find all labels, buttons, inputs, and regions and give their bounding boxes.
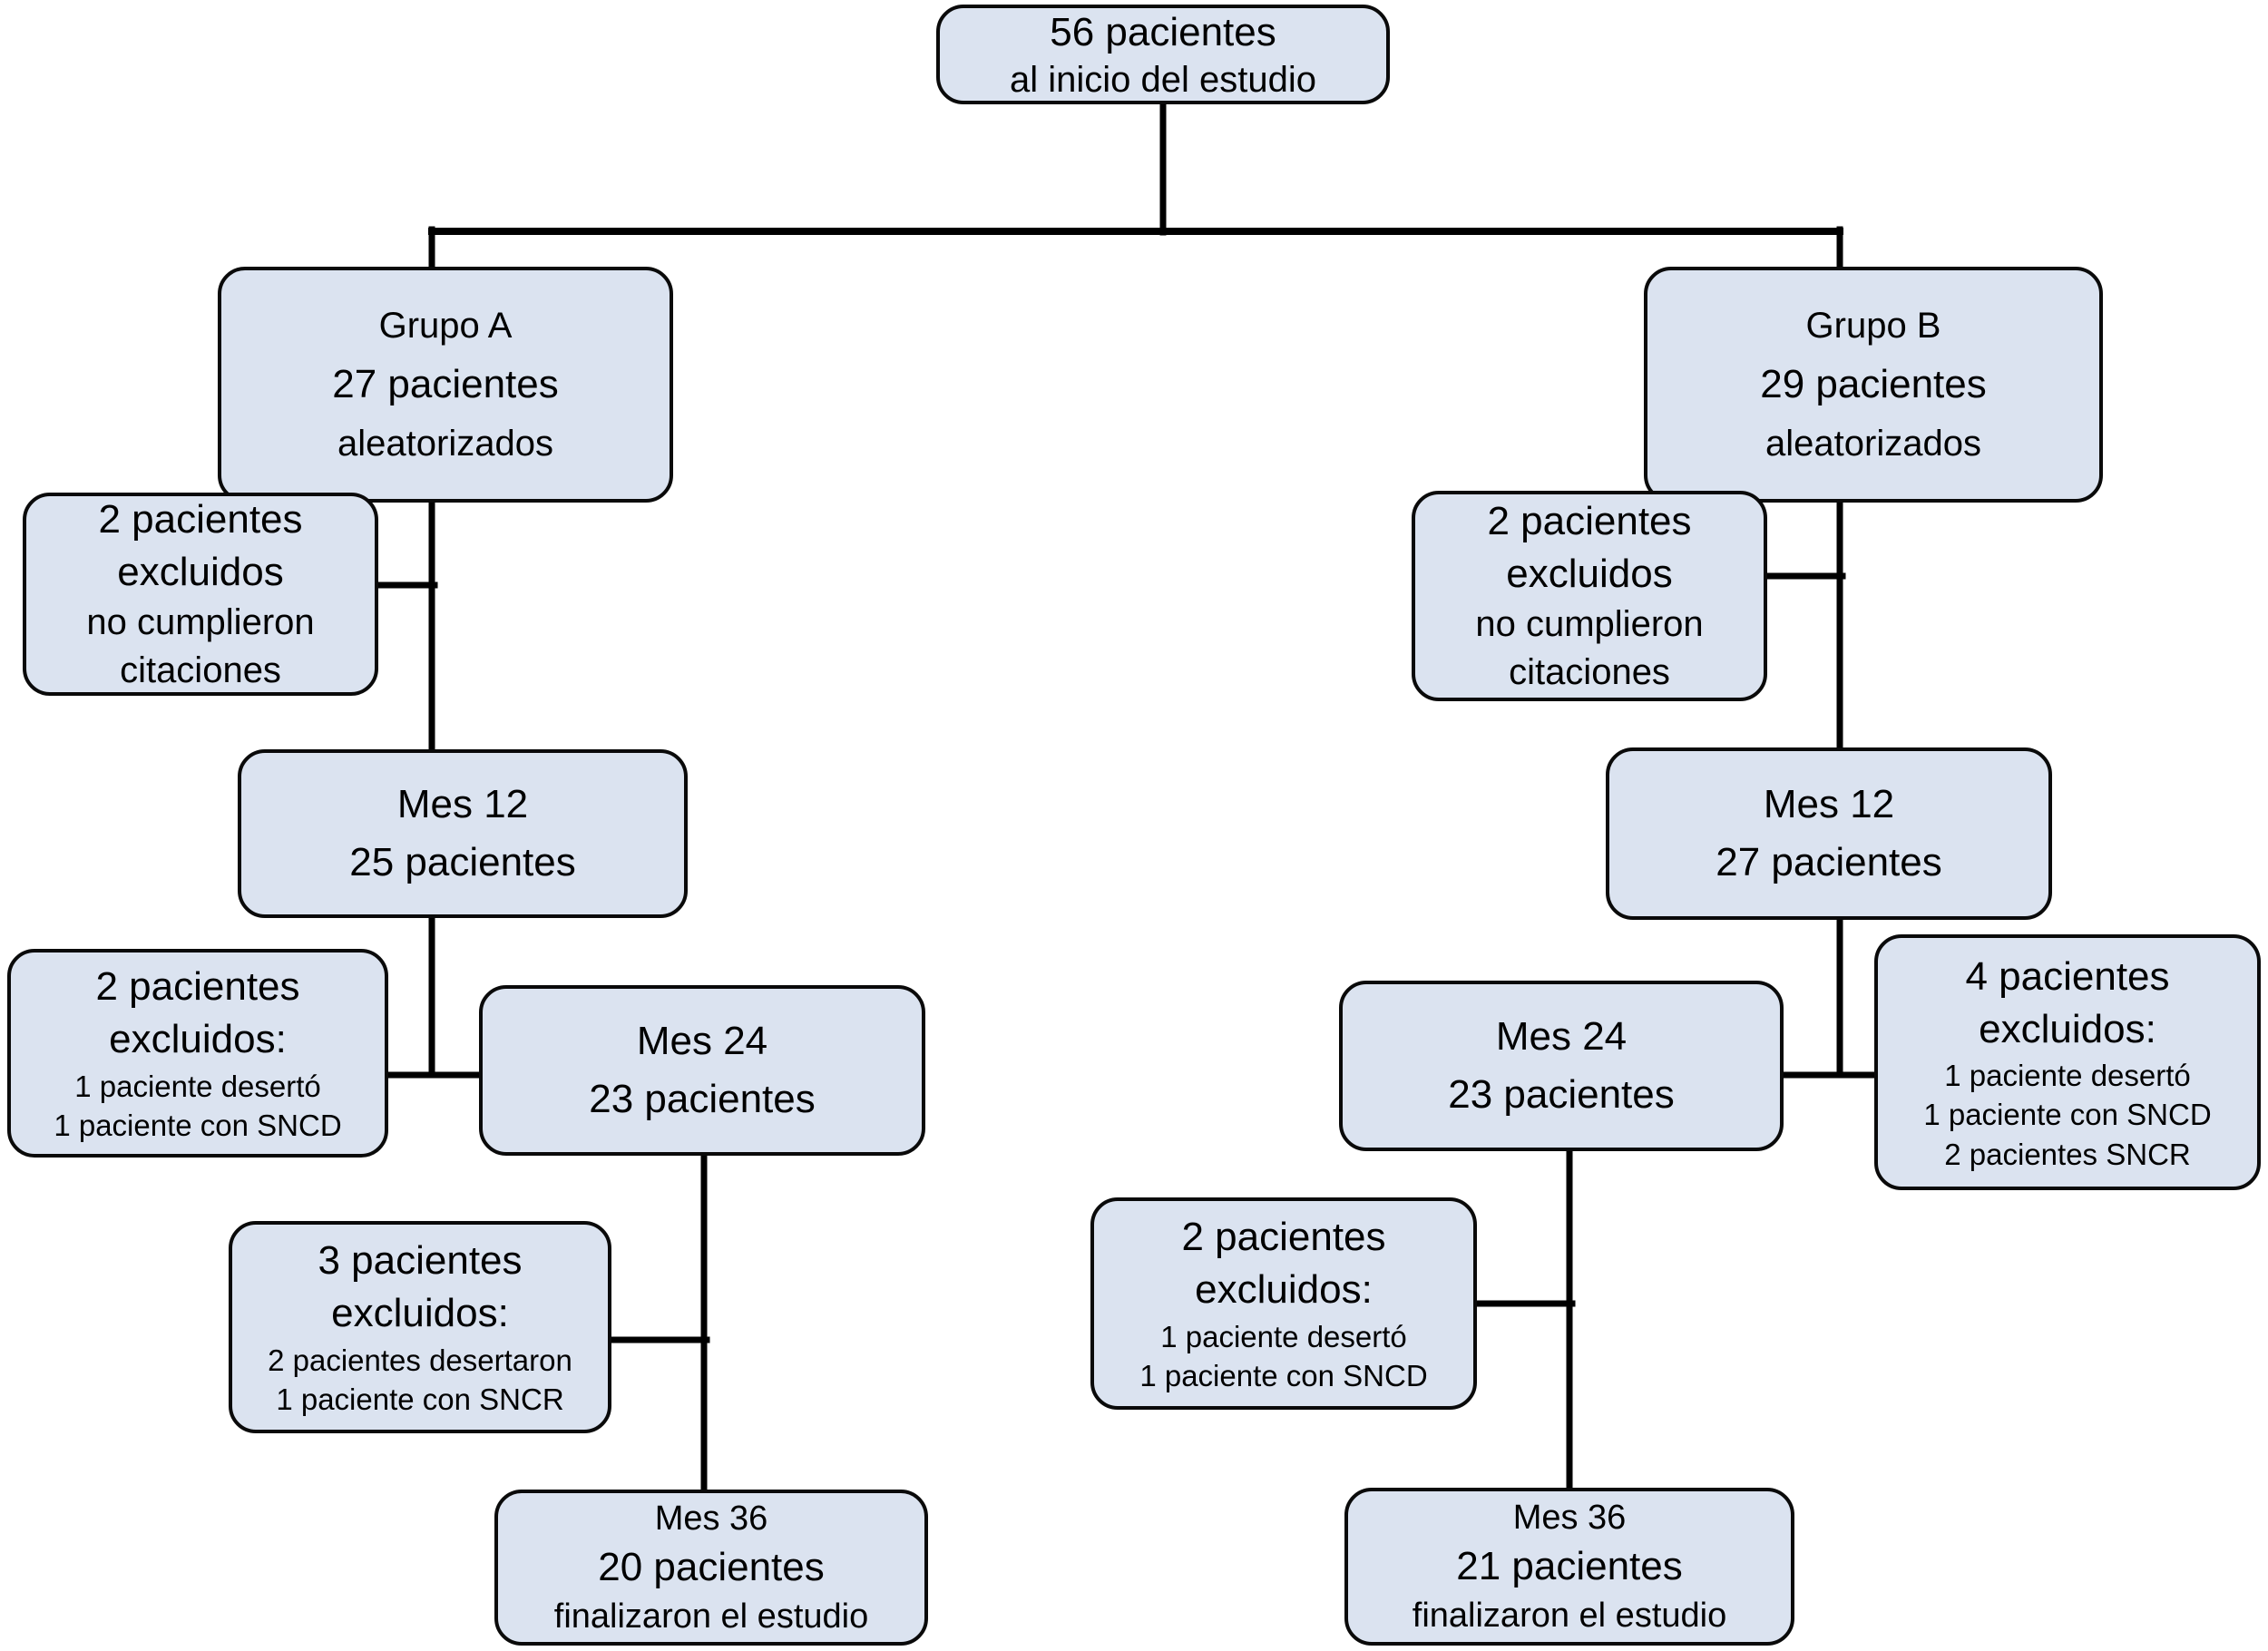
node-month12-b-line-2: 27 pacientes [1716, 840, 1942, 884]
node-month36-b: Mes 36 21 pacientes finalizaron el estud… [1344, 1488, 1794, 1646]
node-month36-b-line-2: 21 pacientes [1456, 1543, 1683, 1588]
node-excluded-b2-line-1: 4 pacientes [1965, 953, 2170, 999]
node-month36-a-line-3: finalizaron el estudio [553, 1597, 869, 1636]
node-month12-b-line-1: Mes 12 [1763, 782, 1895, 827]
node-excluded-a2-line-2: excluidos: [109, 1017, 287, 1062]
node-month24-b: Mes 24 23 pacientes [1339, 981, 1784, 1151]
node-group-b-line-1: Grupo B [1805, 305, 1941, 346]
node-month12-a-line-2: 25 pacientes [349, 840, 576, 884]
node-excluded-b1-line-1: 2 pacientes [1487, 499, 1692, 544]
node-excluded-a2-line-4: 1 paciente con SNCD [54, 1109, 342, 1143]
node-excluded-b2-line-3: 1 paciente desertó [1944, 1058, 2191, 1092]
node-excluded-b3-line-3: 1 paciente desertó [1160, 1319, 1407, 1353]
node-excluded-a3-line-1: 3 pacientes [318, 1238, 523, 1284]
node-excluded-a3-line-4: 1 paciente con SNCR [276, 1382, 564, 1417]
node-excluded-a1-line-3: no cumplieron [86, 602, 315, 643]
node-excluded-b3-line-1: 2 pacientes [1181, 1215, 1386, 1260]
node-excluded-b2: 4 pacientes excluidos: 1 paciente desert… [1874, 934, 2261, 1190]
node-excluded-a1: 2 pacientes excluidos no cumplieron cita… [23, 493, 378, 696]
node-excluded-a3-line-2: excluidos: [331, 1291, 509, 1336]
node-month12-a: Mes 12 25 pacientes [238, 749, 688, 918]
node-excluded-a2-line-3: 1 paciente desertó [74, 1069, 321, 1103]
node-group-b: Grupo B 29 pacientes aleatorizados [1644, 267, 2103, 503]
node-excluded-a2-line-1: 2 pacientes [95, 964, 300, 1010]
node-excluded-a3: 3 pacientes excluidos: 2 pacientes deser… [229, 1221, 611, 1433]
node-excluded-b1-line-2: excluidos [1506, 552, 1673, 597]
node-excluded-b2-line-2: excluidos: [1979, 1006, 2156, 1051]
node-excluded-b3: 2 pacientes excluidos: 1 paciente desert… [1090, 1197, 1477, 1410]
node-group-a-line-2: 27 pacientes [332, 361, 559, 406]
node-month24-b-line-2: 23 pacientes [1448, 1072, 1675, 1117]
node-month24-b-line-1: Mes 24 [1495, 1014, 1628, 1060]
node-month24-a: Mes 24 23 pacientes [479, 985, 925, 1156]
node-month36-a-line-1: Mes 36 [654, 1499, 768, 1538]
node-month24-a-line-2: 23 pacientes [589, 1077, 816, 1121]
node-month24-a-line-1: Mes 24 [636, 1019, 768, 1064]
node-excluded-a1-line-1: 2 pacientes [98, 497, 303, 542]
node-excluded-a1-line-4: citaciones [120, 650, 281, 691]
node-start: 56 pacientes al inicio del estudio [936, 5, 1390, 104]
node-start-line-1: 56 pacientes [1050, 9, 1276, 54]
node-excluded-b1-line-3: no cumplieron [1475, 604, 1704, 645]
node-excluded-b1: 2 pacientes excluidos no cumplieron cita… [1412, 491, 1767, 701]
node-group-a-line-1: Grupo A [378, 305, 513, 346]
node-excluded-b3-line-2: excluidos: [1195, 1267, 1373, 1313]
node-excluded-b1-line-4: citaciones [1509, 652, 1670, 693]
node-excluded-b3-line-4: 1 paciente con SNCD [1139, 1359, 1428, 1393]
node-month36-b-line-3: finalizaron el estudio [1412, 1597, 1727, 1636]
node-month36-a: Mes 36 20 pacientes finalizaron el estud… [494, 1490, 928, 1646]
node-excluded-a3-line-3: 2 pacientes desertaron [268, 1343, 572, 1377]
node-excluded-b2-line-5: 2 pacientes SNCR [1944, 1137, 2191, 1171]
node-month36-a-line-2: 20 pacientes [598, 1544, 825, 1589]
node-month12-b: Mes 12 27 pacientes [1606, 747, 2052, 920]
node-start-line-2: al inicio del estudio [1010, 59, 1316, 100]
node-excluded-a2: 2 pacientes excluidos: 1 paciente desert… [7, 949, 388, 1158]
node-excluded-a1-line-2: excluidos [117, 550, 284, 595]
node-month36-b-line-1: Mes 36 [1512, 1498, 1627, 1537]
node-group-b-line-2: 29 pacientes [1760, 361, 1987, 406]
node-group-b-line-3: aleatorizados [1765, 424, 1981, 464]
node-month12-a-line-1: Mes 12 [396, 782, 529, 827]
node-excluded-b2-line-4: 1 paciente con SNCD [1923, 1098, 2212, 1132]
node-group-a: Grupo A 27 pacientes aleatorizados [218, 267, 673, 503]
node-group-a-line-3: aleatorizados [337, 424, 553, 464]
